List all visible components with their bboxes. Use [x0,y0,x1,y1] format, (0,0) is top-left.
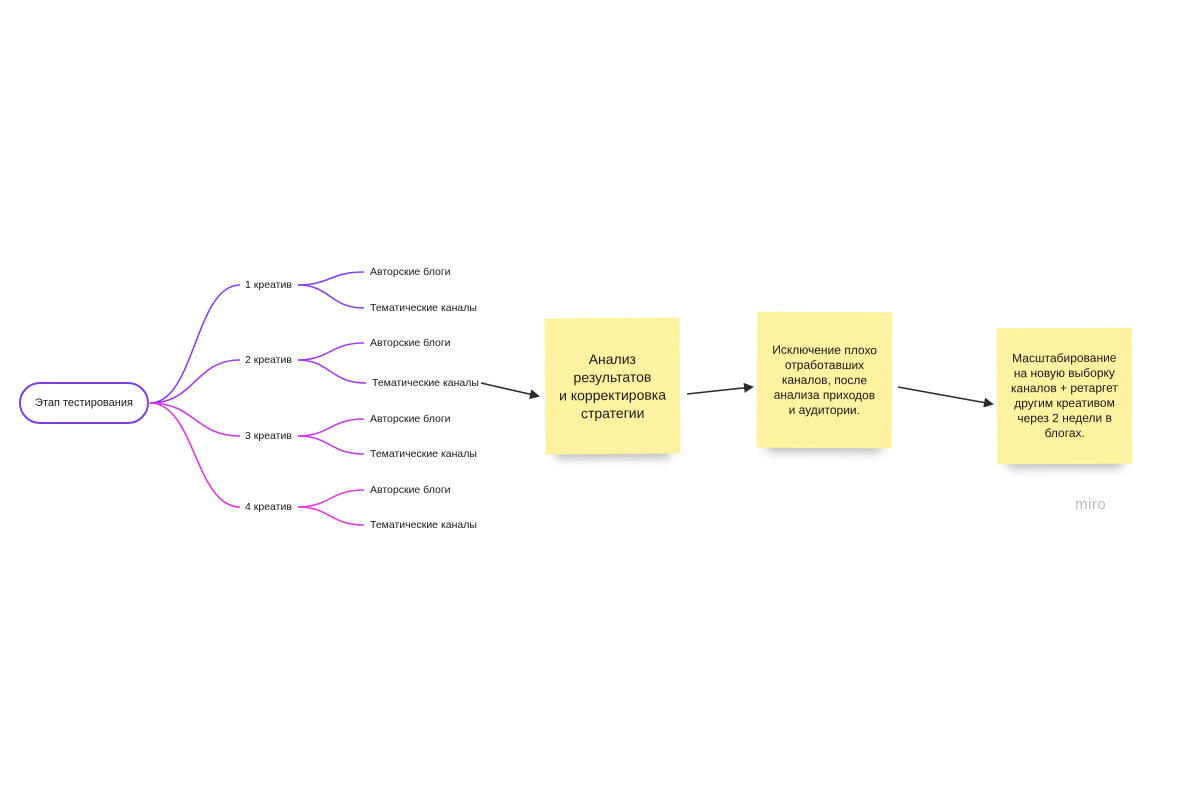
leaf-label-b4-1[interactable]: Авторские блоги [370,484,451,496]
leaf-label-b1-2[interactable]: Тематические каналы [370,302,477,314]
arrow-to-scaling [897,386,994,408]
connector-root-branch-3 [149,402,241,437]
leaf-label-b3-1[interactable]: Авторские блоги [370,413,451,425]
leaf-label-b1-1[interactable]: Авторские блоги [370,266,451,278]
sticky-line: результатов [573,368,652,386]
sticky-note-analysis[interactable]: Анализ результатов и корректировка страт… [544,317,681,455]
sticky-line: каналов + ретаргет [1010,380,1118,396]
sticky-note-exclusion[interactable]: Исключение плохо отработавших каналов, п… [756,311,893,449]
leaf-label-b2-2[interactable]: Тематические каналы [372,377,479,389]
sticky-line: каналов, после [781,372,868,387]
leaf-label-b3-2[interactable]: Тематические каналы [370,448,477,460]
sticky-line: и корректировка [559,386,667,404]
leaf-label-b2-1[interactable]: Авторские блоги [370,337,451,349]
sticky-line: стратегии [580,404,645,422]
branch-label-4[interactable]: 4 креатив [245,501,292,513]
sticky-line: на новую выборку [1013,365,1115,381]
sticky-line: отработавших [784,357,865,372]
sticky-text: Масштабирование на новую выборку каналов… [1011,351,1118,442]
sticky-text: Анализ результатов и корректировка страт… [559,350,666,423]
sticky-line: Исключение плохо [772,342,878,357]
branch-label-3[interactable]: 3 креатив [245,430,292,442]
sticky-line: анализа приходов [773,387,876,402]
connector-b4-c1 [297,489,365,508]
connector-root-branch-2 [149,359,241,404]
mindmap-root-node[interactable]: Этап тестирования [19,382,149,424]
sticky-line: Анализ [588,350,636,368]
leaf-label-b4-2[interactable]: Тематические каналы [370,519,477,531]
sticky-note-scaling[interactable]: Масштабирование на новую выборку каналов… [996,327,1133,465]
root-label: Этап тестирования [35,397,133,409]
connector-root-branch-1 [149,284,241,404]
miro-watermark: miro [1075,496,1107,513]
sticky-line: и аудитории. [788,402,861,417]
sticky-line: блогах. [1044,425,1085,441]
connector-b4-c2 [297,506,365,526]
branch-label-2[interactable]: 2 креатив [245,354,292,366]
sticky-line: другим креативом [1014,395,1115,411]
sticky-text: Исключение плохо отработавших каналов, п… [772,342,877,418]
branch-label-1[interactable]: 1 креатив [245,279,292,291]
arrow-to-exclusion [686,382,754,395]
connector-b1-c2 [297,284,365,309]
connector-root-branch-4 [149,402,241,508]
connector-b3-c1 [297,418,365,437]
connector-b2-c1 [297,342,365,361]
arrow-to-analysis [480,382,540,400]
connector-b2-c2 [297,359,367,384]
connector-b3-c2 [297,435,365,455]
sticky-line: через 2 недели в [1017,410,1112,426]
connector-b1-c1 [297,271,365,286]
sticky-line: Масштабирование [1012,350,1117,366]
